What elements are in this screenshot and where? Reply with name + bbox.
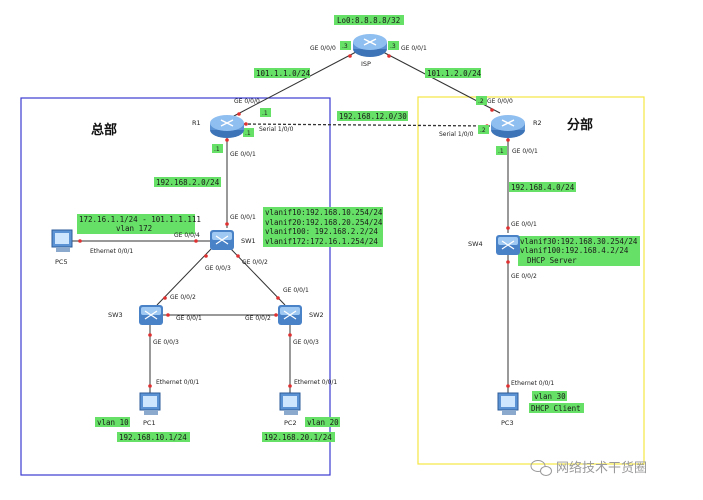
r2-sw4-net-label: 192.168.4.0/24 bbox=[511, 183, 575, 192]
port-r1-dot1a: .1 bbox=[262, 110, 268, 117]
r1-sw1-net-label: 192.168.2.0/24 bbox=[156, 178, 220, 187]
port-r2-dot2b: .2 bbox=[480, 127, 486, 134]
sw4-switch bbox=[496, 235, 520, 255]
loopback-label: Lo0:8.8.8.8/32 bbox=[337, 16, 400, 25]
pc5-info-1: 172.16.1.1/24 - 101.1.1.111 bbox=[79, 215, 201, 224]
port-r1-ge001: GE 0/0/1 bbox=[230, 151, 256, 158]
pc3-computer bbox=[497, 392, 519, 415]
sw4-info-2: DHCP Server bbox=[527, 256, 577, 265]
port-sw4-ge001: GE 0/0/1 bbox=[511, 221, 537, 228]
wechat-icon bbox=[530, 460, 552, 476]
port-isp-dot3b: .3 bbox=[390, 43, 396, 50]
port-sw2-ge003: GE 0/0/3 bbox=[293, 339, 319, 346]
port-r1-dot1b: .1 bbox=[245, 130, 251, 137]
port-sw2-ge002: GE 0/0/2 bbox=[245, 315, 271, 322]
pc1-computer bbox=[139, 392, 161, 415]
link-sw1-sw2 bbox=[229, 247, 286, 306]
sw1-info-2: vlanif100: 192.168.2.2/24 bbox=[265, 227, 378, 236]
port-sw3-ge002: GE 0/0/2 bbox=[170, 294, 196, 301]
branch-zone-label: 分部 bbox=[567, 117, 593, 133]
r1-label: R1 bbox=[192, 119, 201, 127]
pc2-vlan-label: vlan 20 bbox=[307, 418, 339, 427]
port-sw2-ge001: GE 0/0/1 bbox=[283, 287, 309, 294]
pc3-vlan-label: vlan 30 bbox=[534, 392, 566, 401]
port-pc5-eth: Ethernet 0/0/1 bbox=[90, 248, 133, 255]
hq-zone-label: 总部 bbox=[91, 122, 117, 138]
port-isp-dot3a: .3 bbox=[342, 43, 348, 50]
isp-router bbox=[353, 34, 387, 57]
sw4-label: SW4 bbox=[468, 240, 483, 248]
port-isp-ge001: GE 0/0/1 bbox=[401, 45, 427, 52]
hq-zone bbox=[20, 97, 331, 476]
pc2-ip-label: 192.168.20.1/24 bbox=[264, 433, 332, 442]
port-r2-ge001: GE 0/0/1 bbox=[512, 148, 538, 155]
port-r2-serial: Serial 1/0/0 bbox=[439, 131, 474, 138]
port-sw1-ge003: GE 0/0/3 bbox=[205, 265, 231, 272]
sw1-info-3: vlanif172:172.16.1.254/24 bbox=[265, 237, 378, 246]
pc1-vlan-label: vlan 10 bbox=[97, 418, 129, 427]
sw1-label: SW1 bbox=[241, 237, 256, 245]
port-r1-dot1c: .1 bbox=[214, 146, 220, 153]
port-sw1-ge004: GE 0/0/4 bbox=[174, 232, 200, 239]
sw1-info-1: vlanif20:192.168.20.254/24 bbox=[265, 218, 383, 227]
port-pc2-eth: Ethernet 0/0/1 bbox=[294, 379, 337, 386]
port-sw1-ge001: GE 0/0/1 bbox=[230, 214, 256, 221]
r1-r2-net-label: 192.168.12.0/30 bbox=[339, 112, 407, 121]
pc5-info-2: vlan 172 bbox=[116, 224, 152, 233]
isp-label: ISP bbox=[361, 60, 371, 68]
port-r2-dot1: .1 bbox=[498, 148, 504, 155]
sw2-label: SW2 bbox=[309, 311, 324, 319]
link-r1-r2-serial bbox=[242, 123, 491, 127]
link-sw1-sw3 bbox=[156, 247, 213, 306]
pc3-label: PC3 bbox=[501, 419, 514, 427]
port-r1-serial: Serial 1/0/0 bbox=[259, 126, 294, 133]
sw1-switch bbox=[210, 230, 234, 250]
port-r2-ge000: GE 0/0/0 bbox=[487, 98, 513, 105]
pc3-dhcp-label: DHCP Client bbox=[531, 404, 581, 413]
r2-label: R2 bbox=[533, 119, 542, 127]
sw4-info-0: vlanif30:192.168.30.254/24 bbox=[520, 237, 638, 246]
port-isp-ge000: GE 0/0/0 bbox=[310, 45, 336, 52]
pc1-ip-label: 192.168.10.1/24 bbox=[119, 433, 187, 442]
isp-r2-net-label: 101.1.2.0/24 bbox=[427, 69, 482, 78]
r2-router bbox=[491, 115, 525, 138]
pc5-label: PC5 bbox=[55, 258, 68, 266]
port-sw1-ge002: GE 0/0/2 bbox=[242, 259, 268, 266]
sw3-label: SW3 bbox=[108, 311, 123, 319]
r1-router bbox=[210, 115, 244, 138]
sw1-info-0: vlanif10:192.168.10.254/24 bbox=[265, 208, 383, 217]
watermark-text: 网络技术干货圈 bbox=[556, 460, 647, 476]
port-sw3-ge001: GE 0/0/1 bbox=[176, 315, 202, 322]
link-isp-r1 bbox=[231, 51, 357, 118]
sw4-info-1: vlanif100:192.168.4.2/24 bbox=[520, 246, 629, 255]
pc2-label: PC2 bbox=[284, 419, 297, 427]
pc5-computer bbox=[51, 229, 73, 252]
port-sw4-ge002: GE 0/0/2 bbox=[511, 273, 537, 280]
port-r2-dot2a: .2 bbox=[478, 98, 484, 105]
port-r1-ge000: GE 0/0/0 bbox=[234, 98, 260, 105]
sw2-switch bbox=[278, 305, 302, 325]
pc1-label: PC1 bbox=[143, 419, 156, 427]
sw3-switch bbox=[139, 305, 163, 325]
port-pc3-eth: Ethernet 0/0/1 bbox=[511, 380, 554, 387]
pc2-computer bbox=[279, 392, 301, 415]
isp-r1-net-label: 101.1.1.0/24 bbox=[256, 69, 311, 78]
port-sw3-ge003: GE 0/0/3 bbox=[153, 339, 179, 346]
port-pc1-eth: Ethernet 0/0/1 bbox=[156, 379, 199, 386]
